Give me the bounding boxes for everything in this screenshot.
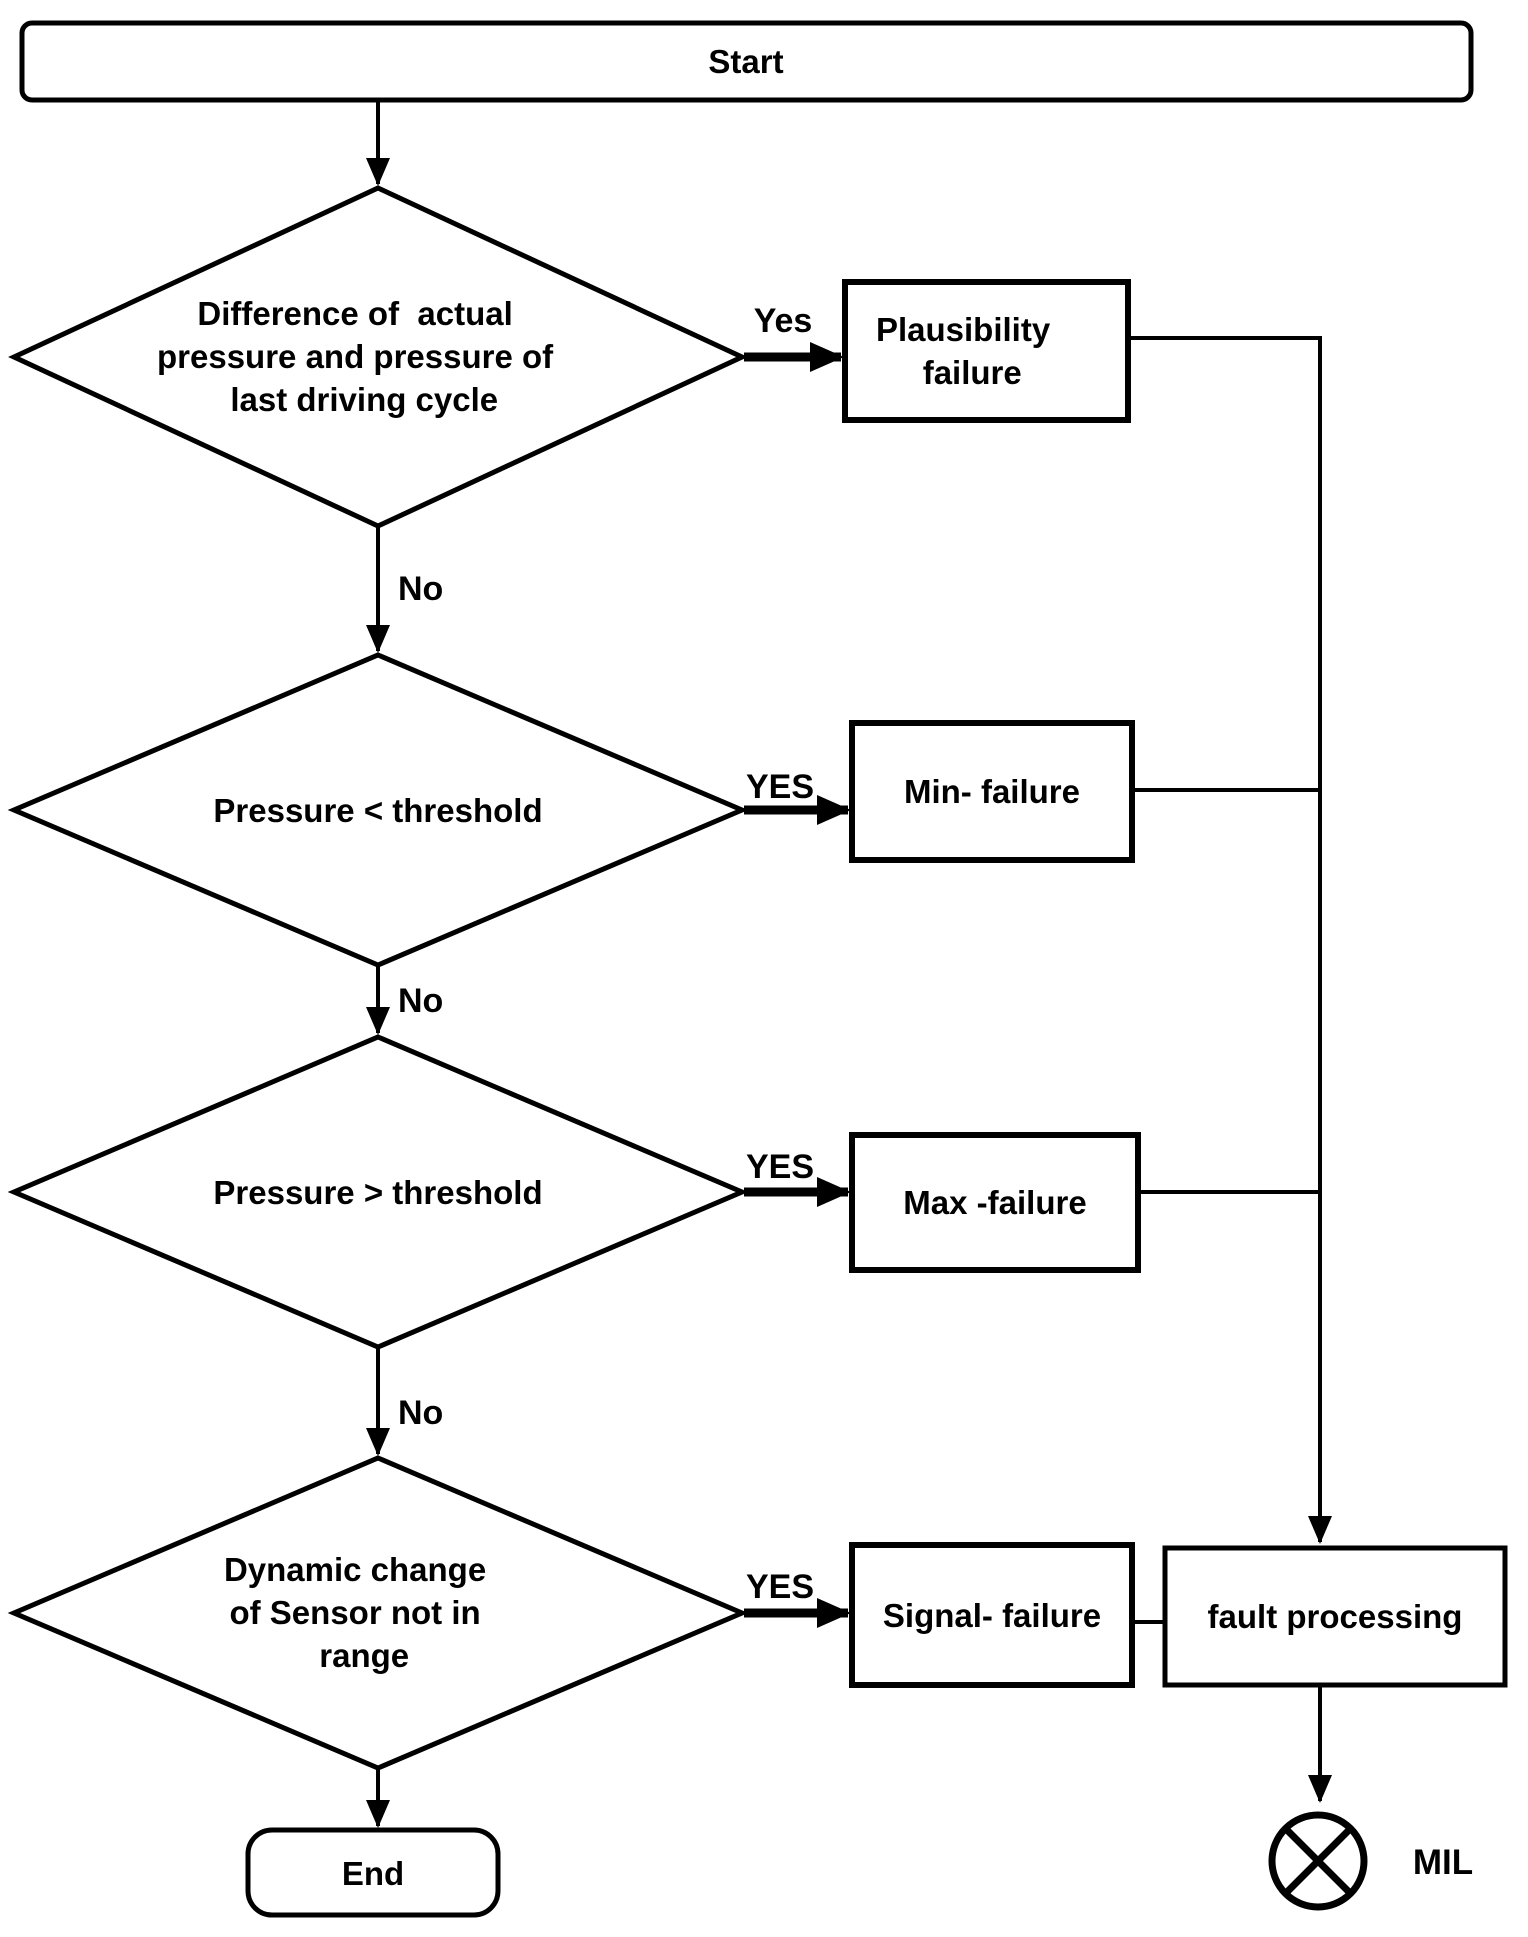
decision1-label: Difference of actual pressure and pressu… <box>0 0 599 418</box>
mil-label: MIL <box>1413 1843 1473 1882</box>
decision3-diamond <box>7 1034 749 1350</box>
start-node <box>19 20 1474 103</box>
decision4-label: Dynamic change of Sensor not in range <box>0 0 532 1674</box>
edge-label-yes4: YES <box>746 1568 814 1606</box>
min-failure-box <box>849 720 1135 863</box>
signal-failure-box <box>849 1542 1135 1688</box>
mil-lamp-icon <box>1268 1811 1368 1911</box>
plausibility-failure-label: Plausibility failure <box>0 0 1096 391</box>
start-label: Start <box>708 43 783 80</box>
fault-processing-box <box>1162 1545 1508 1688</box>
decision1-diamond <box>8 185 748 529</box>
max-failure-label: Max -failure <box>903 1184 1086 1221</box>
edge-label-yes1: Yes <box>754 302 813 340</box>
edge-label-yes3: YES <box>746 1148 814 1186</box>
min-failure-label: Min- failure <box>904 773 1080 810</box>
decision2-label: Pressure < threshold <box>213 792 542 829</box>
mil-cross-stroke-2 <box>1283 1826 1353 1896</box>
connector-plausibility-to-fault-processing <box>1128 336 1332 1544</box>
edge-label-no3: No <box>398 1394 443 1432</box>
edge-label-no1: No <box>398 570 443 608</box>
decision4-diamond <box>7 1455 749 1771</box>
max-failure-box <box>849 1132 1141 1273</box>
plausibility-failure-box <box>842 279 1131 423</box>
fault-processing-label: fault processing <box>1208 1598 1463 1635</box>
edge-label-yes2: YES <box>746 768 814 806</box>
decision3-label: Pressure > threshold <box>213 1174 542 1211</box>
edge-label-no2: No <box>398 982 443 1020</box>
decision2-diamond <box>7 652 749 968</box>
end-node <box>245 1827 501 1918</box>
end-label: End <box>342 1855 404 1892</box>
signal-failure-label: Signal- failure <box>883 1597 1101 1634</box>
